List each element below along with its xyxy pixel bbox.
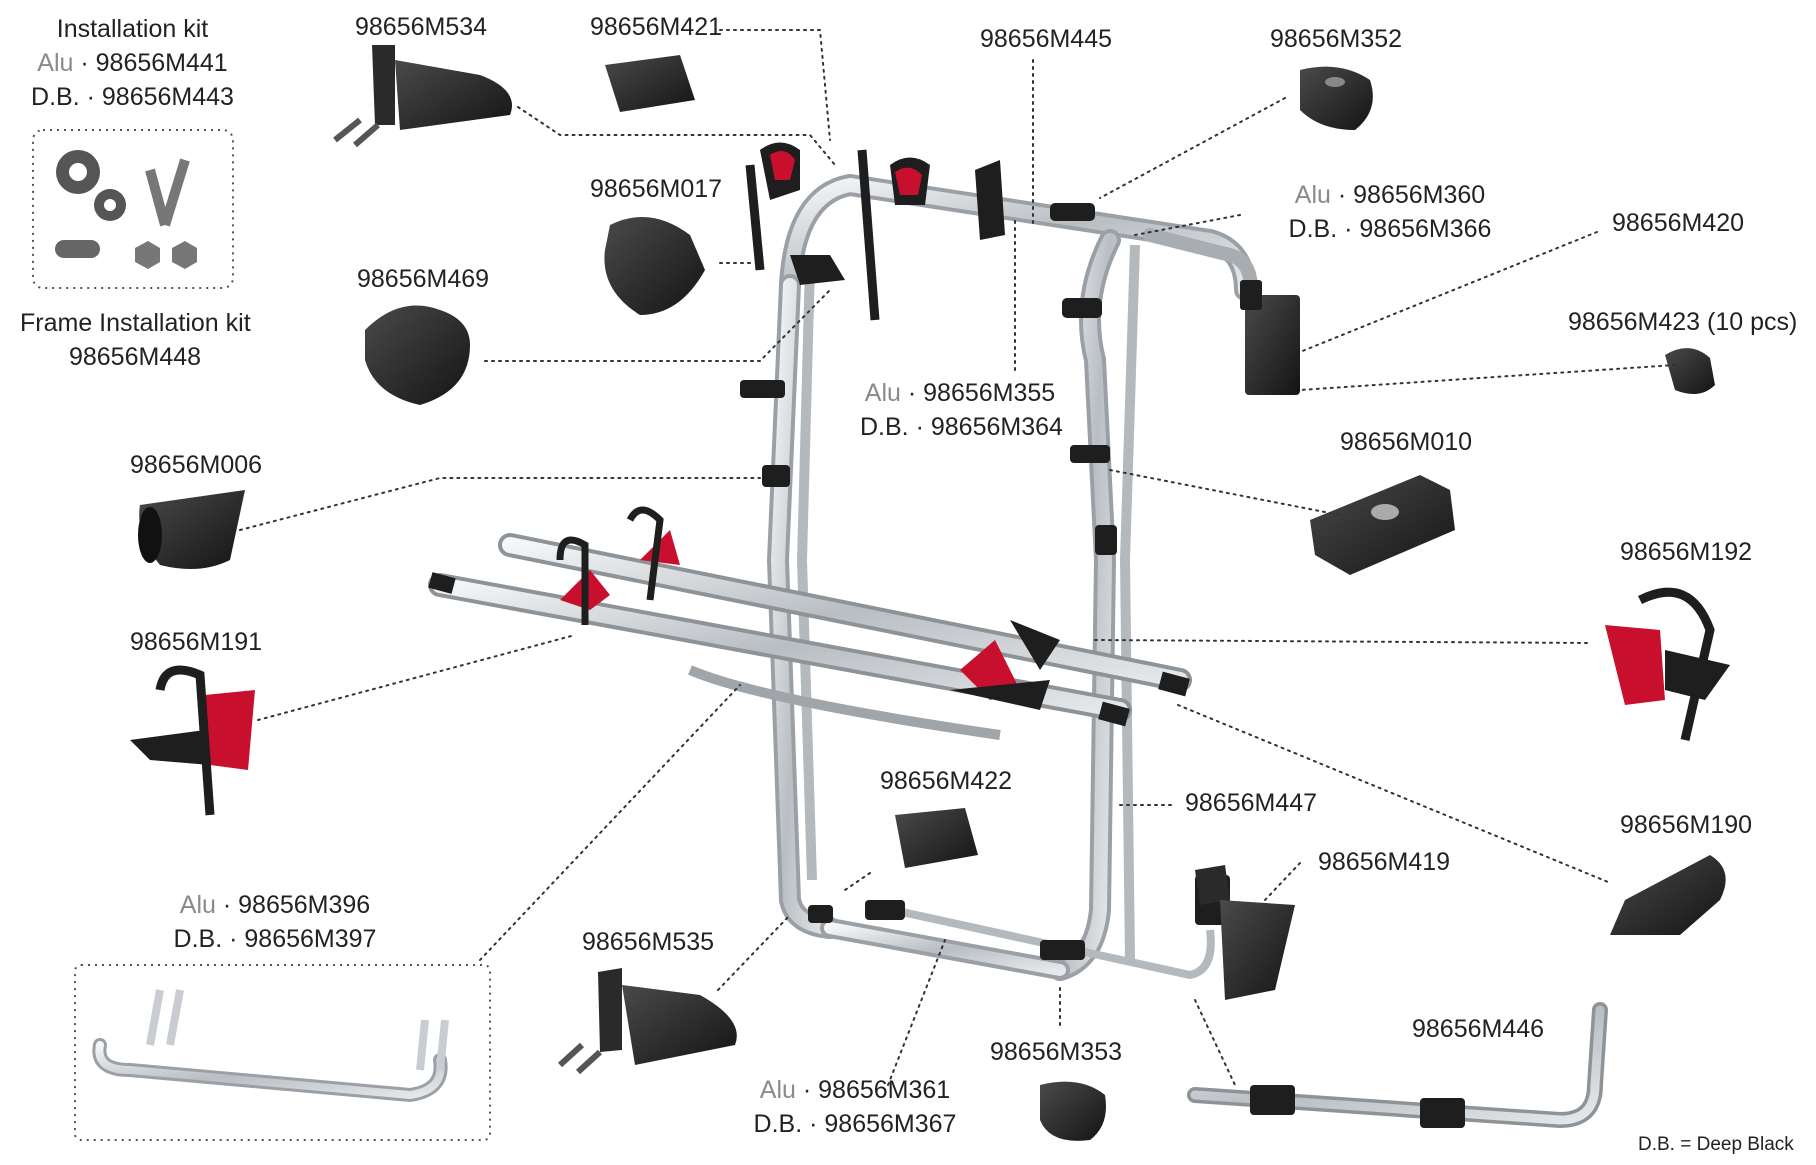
separator: ·	[80, 49, 89, 77]
label-m017: 98656M017	[590, 175, 723, 203]
label-m535: 98656M535	[582, 928, 715, 956]
m355-alu-prefix: Alu	[864, 379, 901, 407]
installation-kit-box	[32, 129, 234, 289]
holder-m191	[130, 665, 255, 816]
legend-note: D.B. = Deep Black	[1638, 1134, 1794, 1155]
separator: ·	[1337, 181, 1347, 209]
separator: ·	[229, 925, 238, 953]
knob-m017	[604, 217, 705, 315]
cap-m352	[1300, 66, 1373, 130]
label-m396-m397: Alu · 98656M396 D.B. · 98656M397	[170, 888, 380, 956]
m367-db-prefix: D.B.	[753, 1110, 803, 1138]
m397-db-prefix: D.B.	[173, 925, 223, 953]
m355-alu-code: 98656M355	[923, 379, 1056, 407]
label-m191: 98656M191	[130, 628, 263, 656]
installation-kit-title: Installation kit	[56, 15, 209, 43]
arm-m446	[1187, 1002, 1608, 1129]
label-installation-kit: Installation kit Alu · 98656M441 D.B. · …	[30, 12, 235, 114]
holder-m192	[1605, 587, 1730, 741]
label-m192: 98656M192	[1620, 538, 1753, 566]
bracket-m534	[333, 45, 512, 148]
m396-alu-prefix: Alu	[179, 891, 216, 919]
installation-kit-alu-prefix: Alu	[37, 49, 74, 77]
label-m447: 98656M447	[1185, 789, 1318, 817]
separator: ·	[802, 1076, 812, 1104]
label-m010: 98656M010	[1340, 428, 1473, 456]
label-m446: 98656M446	[1412, 1015, 1545, 1043]
label-m421: 98656M421	[590, 13, 723, 41]
label-m423: 98656M423 (10 pcs)	[1568, 308, 1798, 336]
m396-alu-code: 98656M396	[238, 891, 371, 919]
installation-kit-alu-code: 98656M441	[95, 49, 228, 77]
m361-alu-prefix: Alu	[759, 1076, 796, 1104]
label-m534: 98656M534	[355, 13, 488, 41]
clip-m421	[605, 55, 695, 112]
label-m420: 98656M420	[1612, 209, 1745, 237]
installation-kit-db-code: 98656M443	[101, 83, 234, 111]
end-cap-m423	[1665, 348, 1715, 394]
label-m360-m366: Alu · 98656M360 D.B. · 98656M366	[1285, 178, 1495, 246]
separator: ·	[86, 83, 95, 111]
label-m352: 98656M352	[1270, 25, 1403, 53]
label-m445: 98656M445	[980, 25, 1113, 53]
m364-db-prefix: D.B.	[860, 413, 909, 441]
bracket-m419	[1195, 865, 1295, 1000]
rack-frame	[766, 173, 1258, 981]
separator: ·	[907, 379, 917, 407]
label-m361-m367: Alu · 98656M361 D.B. · 98656M367	[750, 1073, 960, 1141]
cradle-m010	[1310, 475, 1455, 575]
tip-m006	[138, 490, 245, 569]
m364-db-code: 98656M364	[930, 413, 1063, 441]
top-frame-holders	[745, 142, 1005, 321]
separator: ·	[915, 413, 924, 441]
bar-m396-m397	[74, 964, 491, 1141]
m360-alu-prefix: Alu	[1294, 181, 1331, 209]
m366-db-code: 98656M366	[1359, 215, 1492, 243]
label-m422: 98656M422	[880, 767, 1013, 795]
frame-installation-kit-code: 98656M448	[68, 343, 202, 371]
installation-kit-db-prefix: D.B.	[31, 83, 80, 111]
m367-db-code: 98656M367	[824, 1110, 957, 1138]
rail-wheel-cradles	[556, 506, 1060, 710]
label-m006: 98656M006	[130, 451, 263, 479]
m366-db-prefix: D.B.	[1288, 215, 1338, 243]
label-frame-installation-kit: Frame Installation kit 98656M448	[20, 306, 251, 374]
knob-m469	[365, 305, 470, 405]
m360-alu-code: 98656M360	[1353, 181, 1486, 209]
bracket-m535	[557, 968, 737, 1075]
clip-m422	[895, 808, 978, 868]
cradle-m190	[1610, 855, 1726, 935]
separator: ·	[1344, 215, 1353, 243]
leader-lines	[239, 29, 1676, 1086]
label-m353: 98656M353	[990, 1038, 1123, 1066]
label-m469: 98656M469	[357, 265, 490, 293]
frame-clips	[740, 203, 1300, 960]
m397-db-code: 98656M397	[244, 925, 377, 953]
label-m190: 98656M190	[1620, 811, 1753, 839]
separator: ·	[809, 1110, 818, 1138]
frame-installation-kit-title: Frame Installation kit	[20, 309, 251, 337]
label-m419: 98656M419	[1318, 848, 1451, 876]
m361-alu-code: 98656M361	[818, 1076, 951, 1104]
separator: ·	[222, 891, 232, 919]
label-m355-m364: Alu · 98656M355 D.B. · 98656M364	[860, 376, 1063, 444]
cap-m353	[1040, 1081, 1106, 1141]
